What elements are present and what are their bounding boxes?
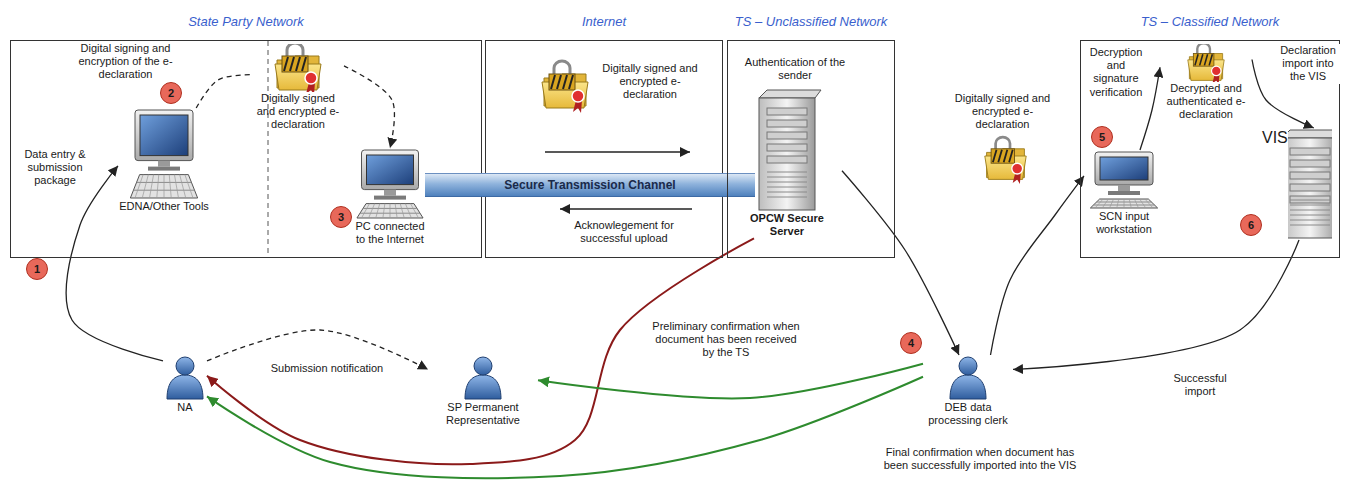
connector [538,364,923,399]
callout-number: 3 [330,206,352,228]
node-label: OPCW Secure Server [732,212,842,238]
connector [344,66,394,148]
connector-label: Preliminary confirmation when document h… [650,320,802,360]
computer-node: SCN input workstation [1084,150,1164,236]
annotation-label: Authentication of the sender [735,56,855,82]
vis-icon [1288,128,1332,240]
panel-heading: TS – Classified Network [1081,14,1339,29]
node-label: Decrypted and authenticated e-declaratio… [1160,82,1252,122]
person-icon [923,355,1013,401]
annotation-label: Acknowlegement for successful upload [556,219,692,245]
band-node: Secure Transmission Channel [425,173,755,197]
node-label: Secure Transmission Channel [504,178,675,192]
person-icon [163,355,207,401]
node-label: EDNA/Other Tools [118,200,210,213]
node-label: VIS [1262,128,1288,147]
connector [196,75,252,108]
annotation-label: Digitally signed and encrypted e-declara… [950,92,1055,132]
computer-icon [118,108,210,200]
callout-number: 6 [1240,214,1262,236]
connector [207,377,923,479]
node-label: SP Permanent Representative [428,401,538,427]
upload-arrow [545,151,690,153]
annotation-label: Decryption and signature verification [1086,46,1146,99]
callout-number: 4 [900,332,922,354]
folder-icon [542,61,588,113]
connector [991,176,1085,355]
folder-icon [985,137,1026,184]
person-icon [428,355,538,401]
server-icon [732,88,842,212]
node-label: DEB data processing clerk [923,401,1013,427]
node-label: PC connected to the Internet [352,220,428,246]
connector-label: Data entry & submission package [16,148,94,188]
computer-icon [1084,150,1164,210]
person-node: SP Permanent Representative [428,355,538,427]
connector-label: Successful import [1165,372,1235,398]
node-label: SCN input workstation [1084,210,1164,236]
connector [1013,240,1299,369]
callout-number: 5 [1091,126,1113,148]
server-node: OPCW Secure Server [732,88,842,238]
folder-icon [1188,44,1224,82]
panel-heading: TS – Unclassified Network [728,14,894,29]
computer-icon [352,148,428,220]
folder-icon [275,44,321,92]
folder-icon [1160,44,1252,82]
annotation-label: Digital signing and encryption of the e-… [58,42,193,82]
folder-node: Digitally signed and encrypted e-declara… [252,44,344,132]
callout-number: 1 [26,258,48,280]
acknowledge-arrow [560,208,692,210]
vis-node: VIS [1262,128,1336,240]
person-node: NA [163,355,207,414]
annotation-label: Digitally signed and encrypted e-declara… [598,62,702,102]
panel-heading: State Party Network [11,14,481,29]
divider-line [268,41,269,257]
node-label: NA [163,401,207,414]
folder-node: Decrypted and authenticated e-declaratio… [1160,44,1252,122]
person-node: DEB data processing clerk [923,355,1013,427]
callout-number: 2 [160,82,182,104]
annotation-label: Declaration import into the VIS [1276,44,1340,84]
connector [842,171,959,355]
folder-icon [252,44,344,92]
computer-node: EDNA/Other Tools [118,108,210,213]
computer-node: PC connected to the Internet [352,148,428,246]
panel-heading: Internet [486,14,722,29]
connector-label: Submission notification [262,362,392,375]
node-label: Digitally signed and encrypted e-declara… [252,92,344,132]
connector-label: Final confirmation when document has bee… [880,446,1080,472]
